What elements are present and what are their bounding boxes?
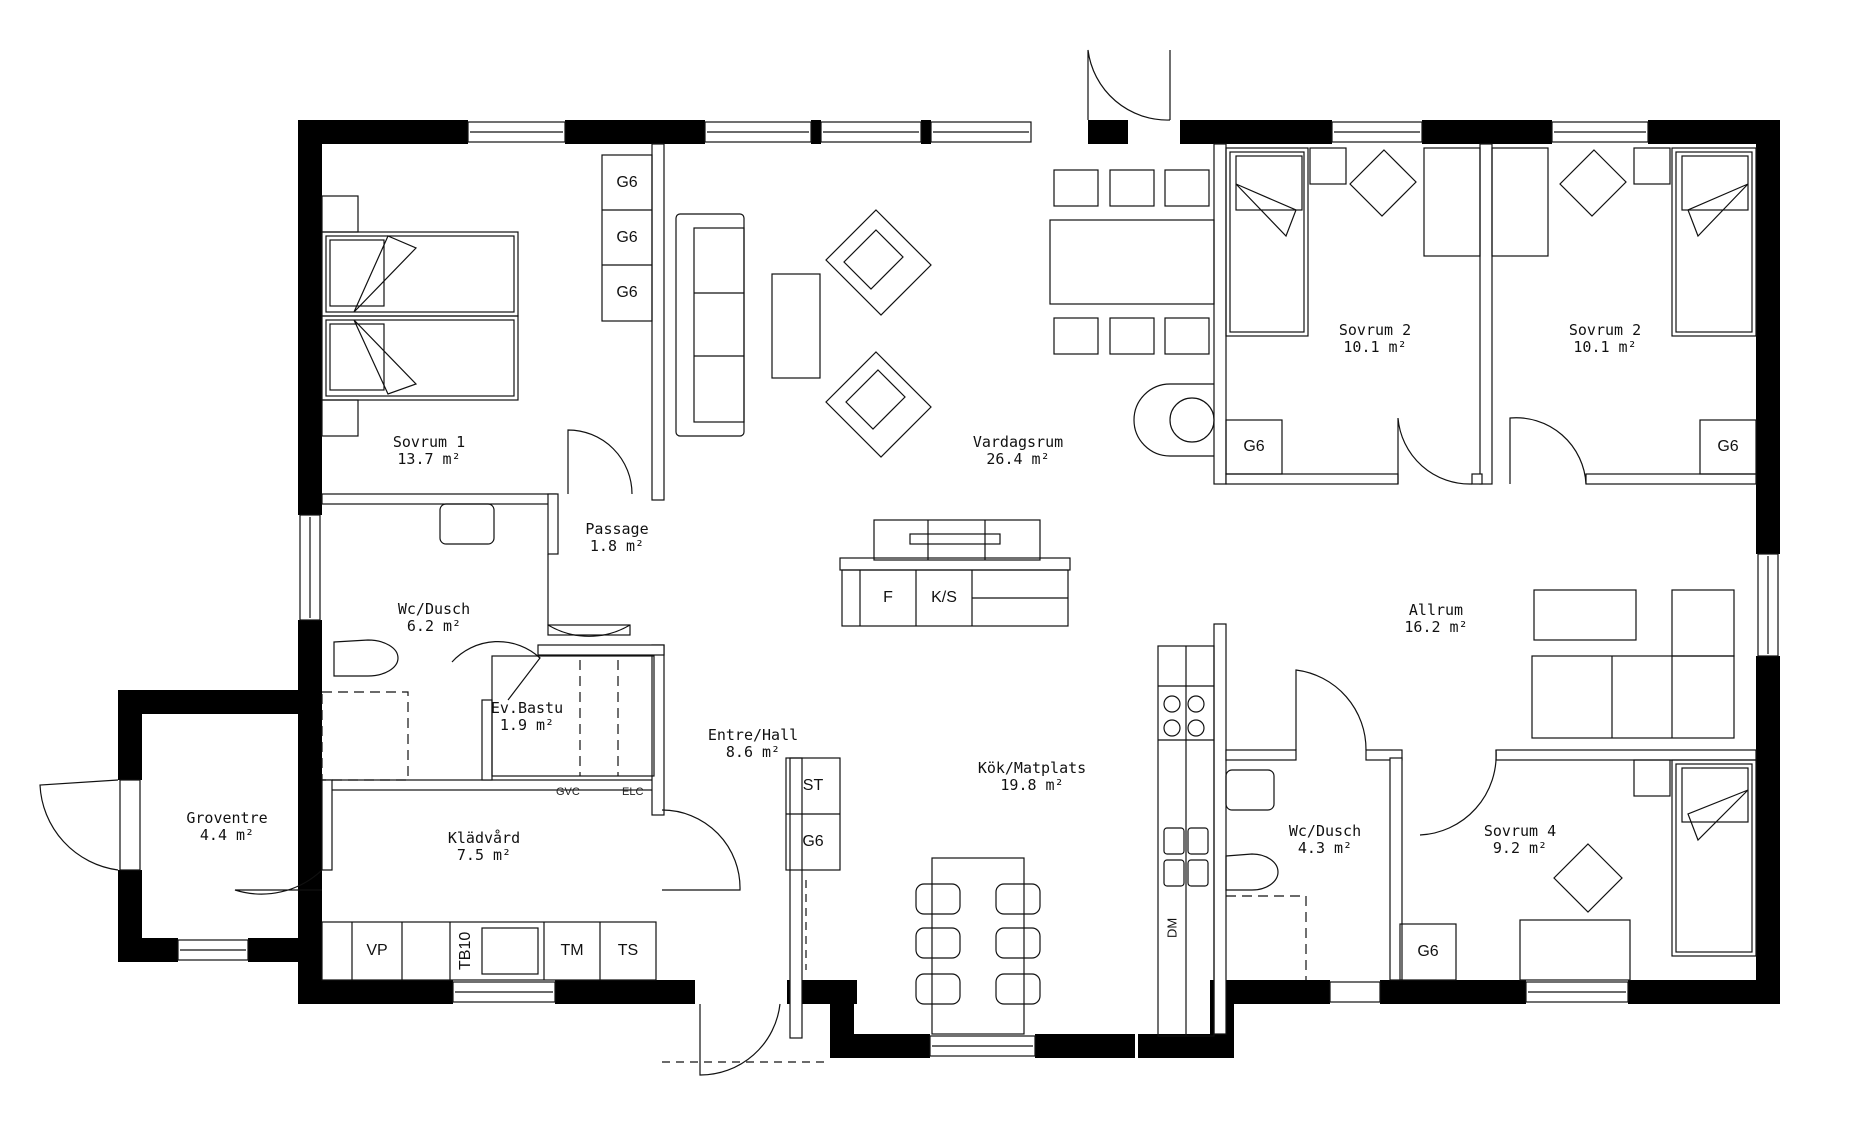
appliance-vp: VP xyxy=(366,942,388,959)
label-gvc: GVC xyxy=(556,786,580,798)
room-area: 7.5 m² xyxy=(456,846,512,864)
appliance-tb10: TB10 xyxy=(457,931,474,971)
room-area: 1.9 m² xyxy=(499,716,555,734)
room-name: Sovrum 2 xyxy=(1568,321,1642,339)
appliance-ts: TS xyxy=(617,942,639,959)
exterior-walls xyxy=(118,120,1780,1058)
wardrobe-g6: G6 xyxy=(802,833,824,850)
room-area: 6.2 m² xyxy=(406,617,462,635)
room-area: 8.6 m² xyxy=(725,743,781,761)
wardrobe-g6: G6 xyxy=(1417,943,1439,960)
room-name: Sovrum 1 xyxy=(392,433,466,451)
room-area: 16.2 m² xyxy=(1404,618,1468,636)
wardrobe-g6: G6 xyxy=(616,228,638,246)
wardrobe-g6: G6 xyxy=(1717,438,1739,455)
interior-walls xyxy=(321,143,1757,1039)
room-name: Sovrum 4 xyxy=(1483,822,1557,840)
room-name: Vardagsrum xyxy=(972,433,1064,451)
cabinet-st: ST xyxy=(802,777,824,794)
furniture xyxy=(321,147,1757,1037)
room-name: Entre/Hall xyxy=(707,726,799,744)
room-area: 4.3 m² xyxy=(1297,839,1353,857)
room-name: Wc/Dusch xyxy=(397,600,471,618)
room-name: Ev.Bastu xyxy=(490,699,564,717)
room-area: 9.2 m² xyxy=(1492,839,1548,857)
wardrobe-g6: G6 xyxy=(1243,438,1265,455)
appliance-tm: TM xyxy=(560,942,584,959)
room-name: Kök/Matplats xyxy=(977,759,1087,777)
label-elc: ELC xyxy=(622,786,644,798)
appliance-dm: DM xyxy=(1164,917,1180,939)
room-name: Allrum xyxy=(1408,601,1464,619)
wardrobe-g6: G6 xyxy=(616,284,638,301)
room-name: Groventre xyxy=(186,809,268,827)
room-name: Sovrum 2 xyxy=(1338,321,1412,339)
room-area: 10.1 m² xyxy=(1343,338,1407,356)
doors xyxy=(39,49,1587,1076)
room-area: 1.8 m² xyxy=(589,537,645,555)
wardrobe-g6: G6 xyxy=(616,173,638,191)
room-name: Passage xyxy=(585,520,649,538)
fridge-freezer-ks: K/S xyxy=(931,589,957,606)
room-name: Klädvård xyxy=(447,829,521,847)
windows xyxy=(119,121,1779,1057)
room-area: 13.7 m² xyxy=(397,450,461,468)
fridge-f: F xyxy=(883,589,893,606)
room-area: 4.4 m² xyxy=(199,826,255,844)
room-name: Wc/Dusch xyxy=(1288,822,1362,840)
room-area: 19.8 m² xyxy=(1000,776,1064,794)
room-area: 10.1 m² xyxy=(1573,338,1637,356)
room-area: 26.4 m² xyxy=(986,450,1050,468)
